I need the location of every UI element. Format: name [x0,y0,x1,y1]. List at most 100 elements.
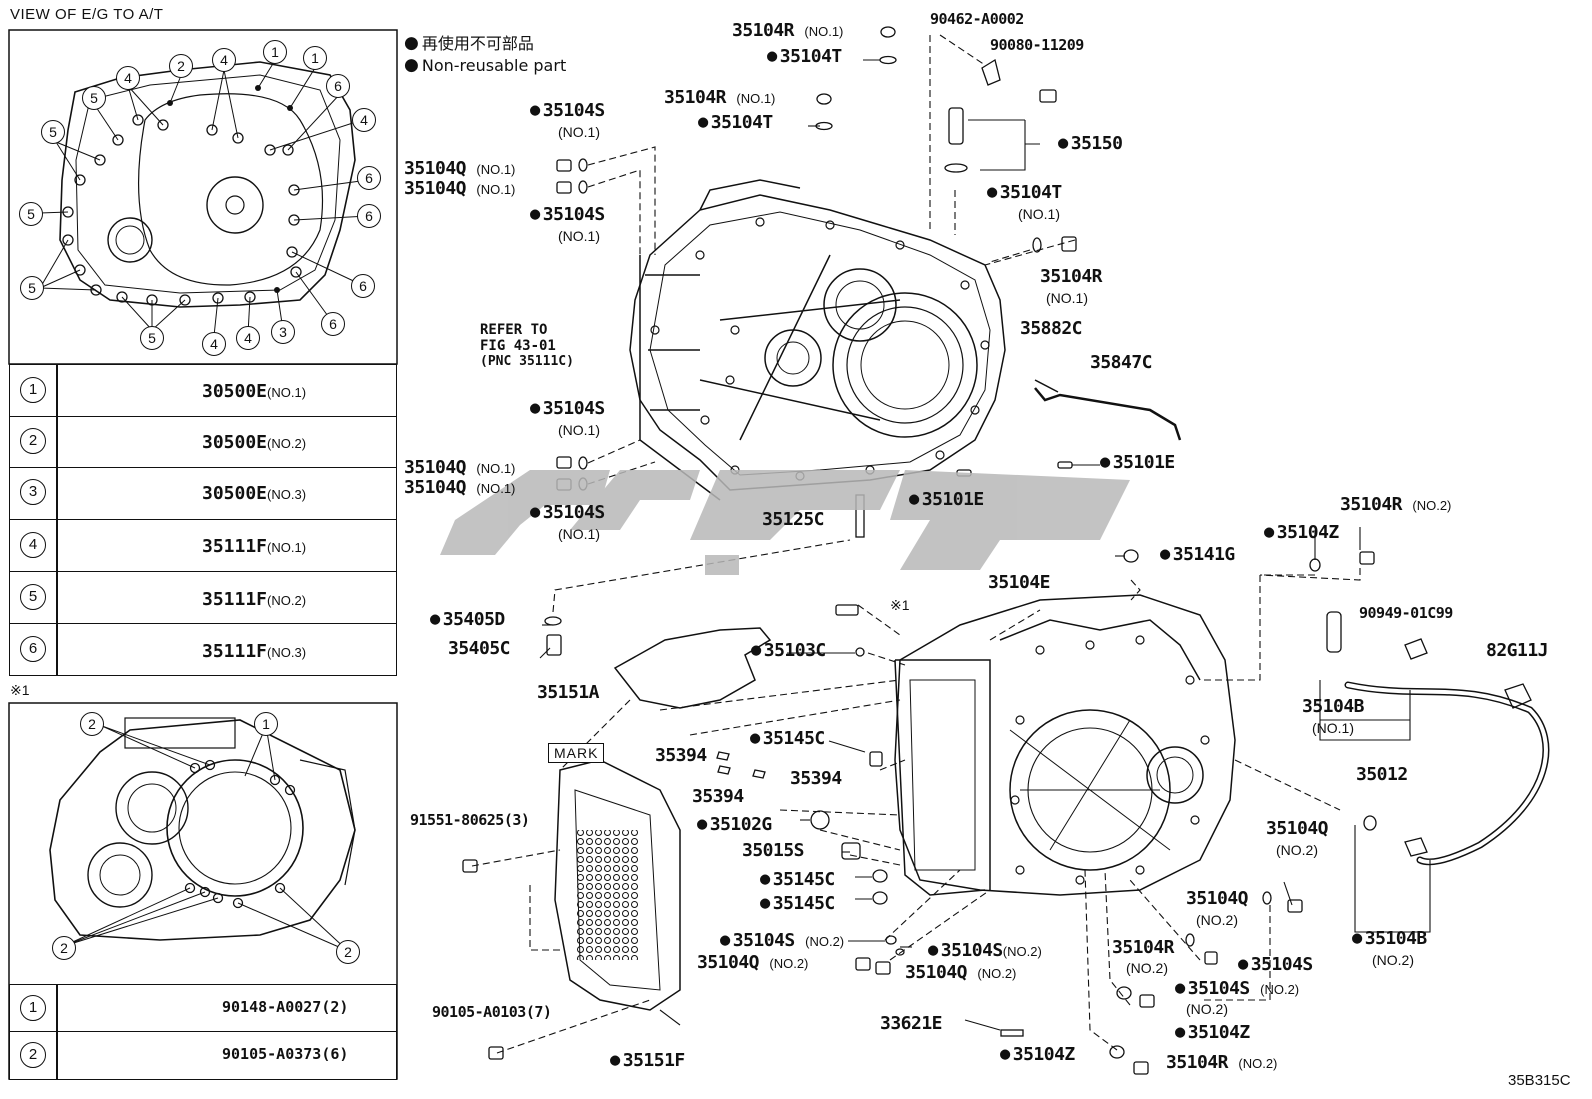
label-35104E[interactable]: 35104E [988,572,1051,593]
label-35104R[interactable]: 35104R (NO.2) [1340,494,1452,515]
callout: 2 [80,712,104,736]
qualifier: (NO.1) [558,526,600,542]
mark-tag: MARK [548,743,605,763]
label-35394[interactable]: 35394 [692,786,744,807]
label-35104B[interactable]: 35104B [1352,928,1428,949]
label-35145C[interactable]: 35145C [760,893,836,914]
label-35882C[interactable]: 35882C [1020,318,1083,339]
legend-line1: 再使用不可部品 [421,34,534,53]
callout: 1 [303,46,327,70]
lower-housing [894,594,1236,896]
table-part-number[interactable]: 35111F(NO.1) [202,536,307,557]
callout: 4 [212,48,236,72]
callout: 1 [254,712,278,736]
label-35104T[interactable]: 35104T [698,112,774,133]
label-35104R[interactable]: 35104R (NO.2) [1166,1052,1278,1073]
qualifier: (NO.1) [558,422,600,438]
label-35405C[interactable]: 35405C [448,638,511,659]
label-35145C[interactable]: 35145C [750,728,826,749]
label-35405D[interactable]: 35405D [430,609,506,630]
label-35104S[interactable]: 35104S [530,398,606,419]
label-35847C[interactable]: 35847C [1090,352,1153,373]
qualifier: (NO.1) [1018,206,1060,222]
label-35104Q[interactable]: 35104Q (NO.1) [404,457,516,478]
label-35104S[interactable]: 35104S (NO.2) [720,930,844,951]
label-35104S[interactable]: 35104S [530,204,606,225]
label-35104Q[interactable]: 35104Q (NO.2) [905,962,1017,983]
upper-housing [629,179,1006,501]
label-35103C[interactable]: 35103C [751,640,827,661]
label-35104R[interactable]: 35104R (NO.1) [732,20,844,41]
label-91551-80625[interactable]: 91551-80625(3) [410,811,530,829]
label-33621E[interactable]: 33621E [880,1013,943,1034]
label-35104Q[interactable]: 35104Q [1186,888,1249,909]
legend-line2: Non-reusable part [421,56,567,75]
diagram-code: 35B315C [1508,1072,1571,1089]
view1-leaders [39,61,369,337]
label-35394[interactable]: 35394 [790,768,842,789]
label-82G11J[interactable]: 82G11J [1486,640,1549,661]
pipe-35847c [1034,387,1182,441]
label-35015S[interactable]: 35015S [742,840,805,861]
label-35104S[interactable]: 35104S(NO.2) [928,940,1042,961]
label-35104Q[interactable]: 35104Q (NO.1) [404,477,516,498]
label-35394[interactable]: 35394 [655,745,707,766]
label-35125C[interactable]: 35125C [762,509,825,530]
table-part-number[interactable]: 30500E(NO.3) [202,483,307,504]
label-35150[interactable]: 35150 [1058,133,1123,154]
label-90949-01C99[interactable]: 90949-01C99 [1359,604,1453,622]
label-90080-11209[interactable]: 90080-11209 [990,36,1084,54]
label-35101E[interactable]: 35101E [1100,452,1176,473]
label-35104B[interactable]: 35104B [1302,696,1365,717]
qualifier: (NO.2) [1186,1001,1228,1017]
label-35104Z[interactable]: 35104Z [1175,1022,1251,1043]
callout: 4 [352,108,376,132]
qualifier: (NO.2) [1196,912,1238,928]
label-35104Z[interactable]: 35104Z [1264,522,1340,543]
label-35104S[interactable]: 35104S [530,502,606,523]
label-35104Q[interactable]: 35104Q (NO.2) [697,952,809,973]
table-part-number[interactable]: 30500E(NO.2) [202,432,307,453]
label-35104R[interactable]: 35104R [1040,266,1103,287]
qualifier: (NO.2) [1126,960,1168,976]
table-part-number[interactable]: 35111F(NO.3) [202,641,307,662]
view2-housing-outline [49,719,356,941]
callout: 4 [116,66,140,90]
table-part-number[interactable]: 35111F(NO.2) [202,589,307,610]
label-35104T[interactable]: 35104T [767,46,843,67]
bolt-table-2: 1 2 90148-A0027(2) 90105-A0373(6) [9,984,397,1080]
legend-nonreusable-jp: 再使用不可部品 [404,30,534,54]
label-35151F[interactable]: 35151F [610,1050,686,1071]
small-parts [462,26,1532,1075]
row-number: 5 [20,584,46,610]
label-90105-A0103[interactable]: 90105-A0103(7) [432,1003,552,1021]
label-35104S[interactable]: 35104S (NO.2) [1175,978,1299,999]
view-title: VIEW OF E/G TO A/T [10,6,164,23]
label-35145C[interactable]: 35145C [760,869,836,890]
qualifier: (NO.1) [1312,720,1354,736]
label-35101E[interactable]: 35101E [909,489,985,510]
callout: 2 [52,936,76,960]
label-35141G[interactable]: 35141G [1160,544,1236,565]
label-35104S[interactable]: 35104S [530,100,606,121]
label-35102G[interactable]: 35102G [697,814,773,835]
table-part-number[interactable]: 90105-A0373(6) [222,1045,349,1063]
label-35104R[interactable]: 35104R (NO.1) [664,87,776,108]
label-35151A[interactable]: 35151A [537,682,600,703]
label-35104Q[interactable]: 35104Q [1266,818,1329,839]
label-90462-A0002[interactable]: 90462-A0002 [930,10,1024,28]
label-35012[interactable]: 35012 [1356,764,1408,785]
qualifier: (NO.1) [1046,290,1088,306]
label-35104R[interactable]: 35104R [1112,937,1175,958]
label-35104S[interactable]: 35104S [1238,954,1314,975]
label-35104T[interactable]: 35104T [987,182,1063,203]
label-35104Q[interactable]: 35104Q (NO.1) [404,178,516,199]
qualifier: (NO.1) [558,228,600,244]
row-number: 1 [20,995,46,1021]
table-part-number[interactable]: 90148-A0027(2) [222,998,349,1016]
qualifier: (NO.2) [1276,842,1318,858]
label-35104Q[interactable]: 35104Q (NO.1) [404,158,516,179]
label-35104Z[interactable]: 35104Z [1000,1044,1076,1065]
table-part-number[interactable]: 30500E(NO.1) [202,381,307,402]
